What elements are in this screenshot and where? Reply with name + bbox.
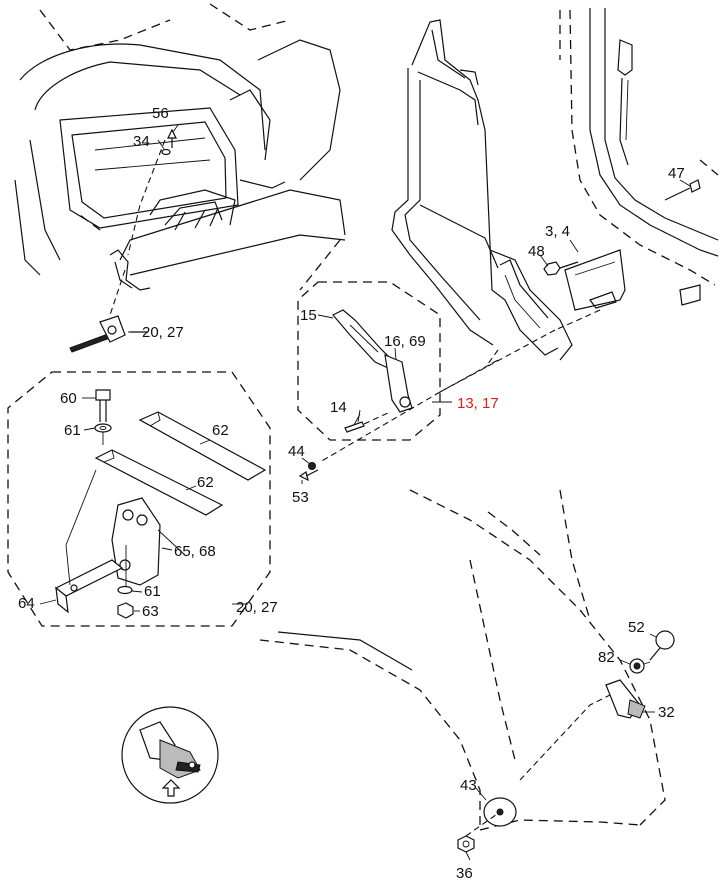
detail-box-13-17 [297, 281, 441, 441]
callout-82: 82 [598, 649, 615, 666]
callout-leaders [39, 124, 691, 861]
callout-65-68: 65, 68 [174, 543, 216, 560]
callout-64: 64 [18, 595, 35, 612]
view-direction-arrow-icon [161, 779, 181, 797]
callout-15: 15 [300, 307, 317, 324]
callout-14: 14 [330, 399, 347, 416]
callout-32: 32 [658, 704, 675, 721]
callout-43: 43 [460, 777, 477, 794]
callout-13-17: 13, 17 [457, 395, 499, 412]
fender-illustration [259, 489, 675, 853]
callout-44: 44 [288, 443, 305, 460]
seat-assembly-illustration [14, 3, 346, 353]
door-trim-panel-illustration [391, 19, 573, 369]
callout-20-27-bottom: 20, 27 [236, 599, 278, 616]
detail-box-20-27 [7, 371, 271, 627]
callout-52: 52 [628, 619, 645, 636]
view-indicator-circle [121, 706, 219, 804]
callout-53: 53 [292, 489, 309, 506]
callout-3-4: 3, 4 [545, 223, 570, 240]
callout-63: 63 [142, 603, 159, 620]
callout-34: 34 [133, 133, 150, 150]
leader-detail-to-fastener [319, 391, 441, 463]
fastener-44-53 [298, 462, 319, 482]
callout-48: 48 [528, 243, 545, 260]
callout-47: 47 [668, 165, 685, 182]
callout-62-top: 62 [212, 422, 229, 439]
callout-61-bottom: 61 [144, 583, 161, 600]
callout-36: 36 [456, 865, 473, 882]
callout-60: 60 [60, 390, 77, 407]
vehicle-view-icon [139, 721, 201, 779]
callout-62-bottom: 62 [197, 474, 214, 491]
callout-labels: 56 34 20, 27 15 16, 69 14 13, 17 47 3, 4… [18, 105, 685, 882]
callout-20-27-top: 20, 27 [142, 324, 184, 341]
callout-61-top: 61 [64, 422, 81, 439]
callout-56: 56 [152, 105, 169, 122]
door-frame-illustration [543, 8, 719, 331]
callout-16-69: 16, 69 [384, 333, 426, 350]
view-indicator [121, 706, 219, 804]
